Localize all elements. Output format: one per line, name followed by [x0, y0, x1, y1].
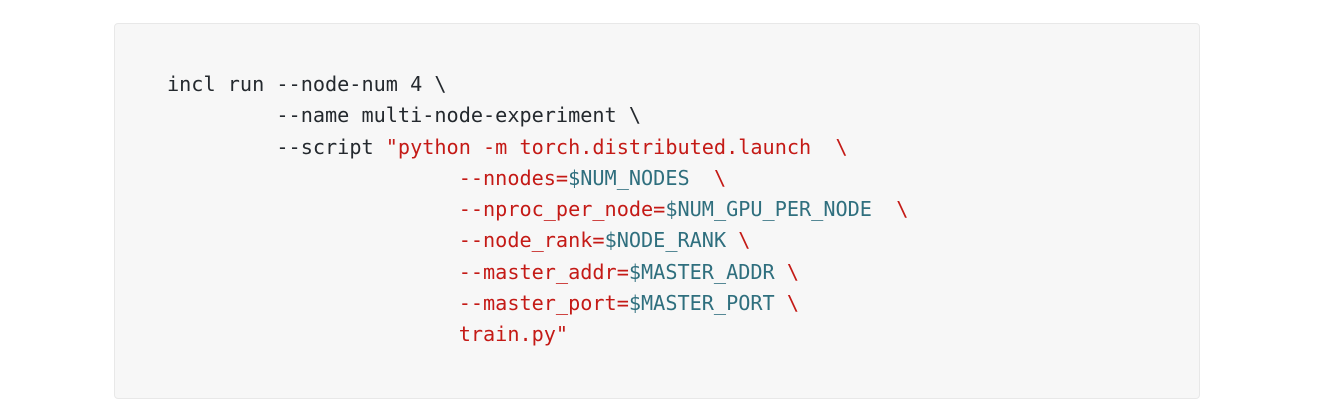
- code-variable: $NUM_GPU_PER_NODE: [665, 197, 872, 222]
- code-variable: $MASTER_PORT: [628, 291, 775, 316]
- code-flag: --nproc_per_node=: [458, 197, 666, 222]
- code-string: train.py": [458, 322, 569, 347]
- code-indent: [167, 260, 459, 284]
- code-text: --script: [276, 134, 386, 159]
- code-flag: --node_rank=: [458, 228, 605, 253]
- code-content: incl run --node-num 4 \ --name multi-nod…: [167, 69, 908, 351]
- code-continuation: \: [774, 259, 800, 284]
- code-indent: [167, 103, 276, 127]
- code-line: --script "python -m torch.distributed.la…: [167, 132, 908, 163]
- code-indent: [167, 291, 459, 315]
- code-indent: [167, 322, 459, 346]
- code-continuation: \: [871, 197, 909, 222]
- code-indent: [167, 228, 459, 252]
- code-flag: --master_addr=: [458, 259, 629, 284]
- code-indent: [167, 135, 276, 159]
- code-variable: $MASTER_ADDR: [628, 259, 775, 284]
- code-flag: --master_port=: [458, 291, 629, 316]
- code-indent: [167, 166, 459, 190]
- code-line: --name multi-node-experiment \: [167, 100, 908, 131]
- code-string: "python -m torch.distributed.launch \: [385, 134, 848, 159]
- code-variable: $NODE_RANK: [604, 228, 727, 253]
- code-continuation: \: [726, 228, 751, 253]
- code-line: --nnodes=$NUM_NODES \: [167, 163, 908, 194]
- code-continuation: \: [774, 291, 800, 316]
- code-flag: --nnodes=: [458, 165, 569, 190]
- code-variable: $NUM_NODES: [568, 165, 690, 190]
- code-line: --master_port=$MASTER_PORT \: [167, 288, 908, 319]
- code-line: incl run --node-num 4 \: [167, 69, 908, 100]
- code-line: --master_addr=$MASTER_ADDR \: [167, 257, 908, 288]
- code-line: --nproc_per_node=$NUM_GPU_PER_NODE \: [167, 194, 909, 225]
- code-line: train.py": [167, 319, 908, 350]
- code-continuation: \: [689, 165, 727, 190]
- code-text: --name multi-node-experiment \: [276, 103, 642, 128]
- code-indent: [167, 197, 459, 221]
- code-text: incl run --node-num 4 \: [167, 72, 447, 96]
- code-line: --node_rank=$NODE_RANK \: [167, 225, 908, 256]
- code-block: incl run --node-num 4 \ --name multi-nod…: [114, 23, 1200, 399]
